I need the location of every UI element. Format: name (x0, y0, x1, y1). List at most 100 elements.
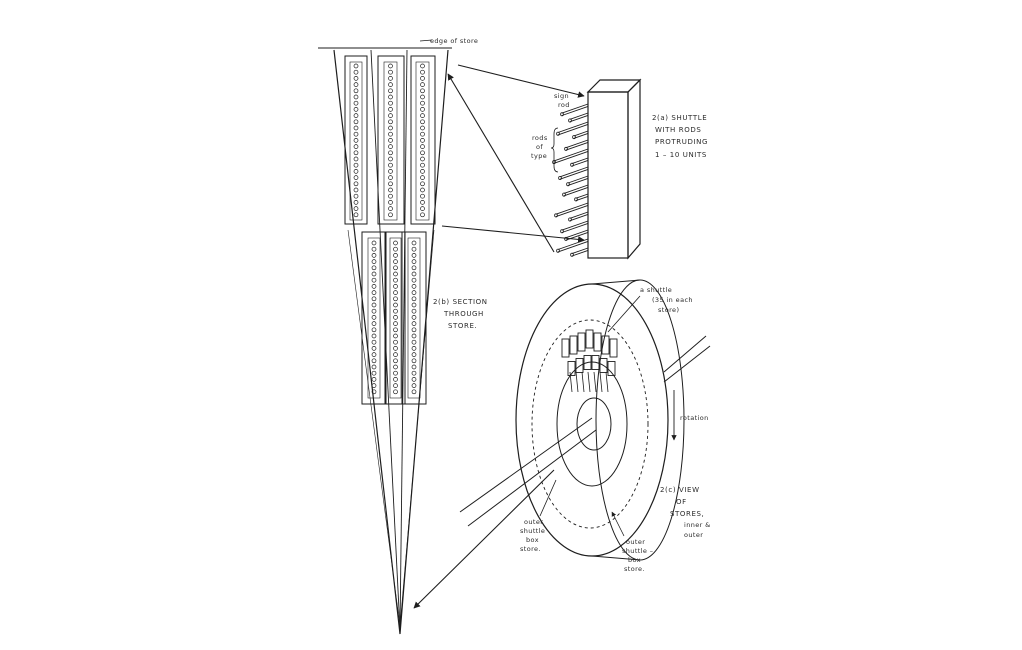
outer-shuttle-box (609, 338, 618, 358)
rod-hole (420, 76, 425, 81)
shuttle-rod (555, 204, 589, 218)
outer-shuttle-box (593, 332, 602, 352)
rod-hole (388, 181, 393, 187)
rod-hole (371, 315, 377, 320)
rod-hole (411, 315, 417, 320)
shuttle-rod (569, 211, 589, 219)
rod-hole (411, 346, 417, 351)
rod-hole (411, 352, 417, 357)
rod-hole (420, 169, 425, 174)
shuttle-rod (561, 220, 589, 231)
rod-hole (371, 346, 377, 351)
rod-hole (353, 76, 359, 81)
svg-text:rod: rod (558, 101, 570, 109)
rod-hole (420, 150, 425, 156)
rod-tip (568, 118, 572, 123)
rod-hole (353, 113, 359, 118)
svg-text:STORE.: STORE. (448, 322, 477, 330)
rod-hole (393, 296, 398, 302)
outer-shuttle-box (569, 335, 578, 355)
rod-tip (562, 192, 566, 197)
svg-text:outer: outer (524, 518, 543, 526)
inner-box-store-label: outer shuttle – box store. (611, 511, 653, 573)
rod-hole (353, 144, 359, 149)
rod-hole (353, 125, 359, 131)
rod-hole (393, 383, 398, 388)
rod-hole (353, 69, 359, 75)
svg-text:shuttle –: shuttle – (622, 547, 653, 555)
rod-hole (388, 63, 393, 69)
rod-hole (393, 377, 398, 382)
view-caption: 2(c) VIEW OF STORES, inner & outer (660, 486, 710, 539)
svg-text:2(c) VIEW: 2(c) VIEW (660, 486, 700, 494)
rod-hole (371, 240, 377, 246)
rod-hole (411, 246, 417, 252)
inner-shuttle-box (567, 361, 576, 376)
svg-text:(35 in each: (35 in each (652, 296, 693, 304)
rod-hole (420, 193, 425, 199)
rod-hole (388, 131, 393, 137)
svg-text:of: of (536, 143, 543, 151)
edge-of-store-label: edge of store (430, 37, 478, 45)
svg-text:store.: store. (624, 565, 645, 573)
rod-hole (371, 352, 377, 357)
svg-text:type: type (531, 152, 547, 160)
rod-hole (353, 107, 359, 112)
rod-hole (411, 358, 417, 364)
wheel-shuttle-boxes (561, 329, 618, 393)
rod-tip (570, 162, 574, 167)
svg-text:outer: outer (684, 531, 703, 539)
rod-hole (411, 290, 417, 295)
shuttle-rod (557, 121, 589, 133)
rod-hole (420, 162, 425, 168)
rod-hole (393, 346, 398, 351)
rod-hole (388, 169, 393, 174)
rod-hole (420, 119, 425, 125)
shuttle-count-label: a shuttle (35 in each store) (607, 286, 693, 333)
rod-hole (420, 138, 425, 143)
inner-shuttle-box (583, 355, 592, 370)
svg-text:a shuttle: a shuttle (640, 286, 672, 294)
rod-hole (371, 296, 377, 302)
rod-tip (564, 146, 568, 151)
rod-hole (420, 63, 425, 69)
rod-hole (371, 302, 377, 308)
inner-shuttle-box (599, 358, 608, 373)
rod-hole (388, 162, 393, 168)
rod-hole (393, 321, 398, 326)
rod-hole (388, 206, 393, 211)
rod-hole (371, 246, 377, 252)
rod-hole (420, 94, 425, 100)
svg-text:store.: store. (520, 545, 541, 553)
svg-text:rods: rods (532, 134, 548, 142)
shuttle-rods (552, 103, 589, 257)
rod-hole (420, 206, 425, 211)
rod-hole (420, 156, 425, 162)
shuttle-rod (567, 175, 589, 184)
rod-hole (420, 82, 425, 87)
rod-tip (560, 229, 564, 234)
rods-of-type-label: rods of type (531, 134, 548, 160)
rod-hole (411, 327, 417, 333)
lower-shuttle-slot-middle (384, 231, 406, 405)
svg-text:THROUGH: THROUGH (443, 310, 484, 318)
shuttle-rod (561, 105, 589, 116)
shuttle-rod (565, 229, 589, 239)
rod-hole (393, 333, 398, 339)
shuttle-rod (571, 249, 589, 257)
rod-hole (420, 125, 425, 131)
rod-hole (353, 175, 359, 180)
inner-shuttle-box (575, 358, 584, 373)
outer-shuttle-box (577, 332, 586, 352)
rod-hole (371, 308, 377, 314)
shuttle-rod (569, 114, 589, 123)
rod-hole (393, 352, 398, 357)
rod-hole (371, 284, 377, 289)
rod-hole (353, 206, 359, 211)
sign-rod-label: sign rod (554, 92, 570, 109)
outer-shuttle-box (601, 335, 610, 355)
shuttle-rod (563, 186, 589, 197)
rod-hole (411, 377, 417, 382)
rod-hole (388, 200, 393, 205)
